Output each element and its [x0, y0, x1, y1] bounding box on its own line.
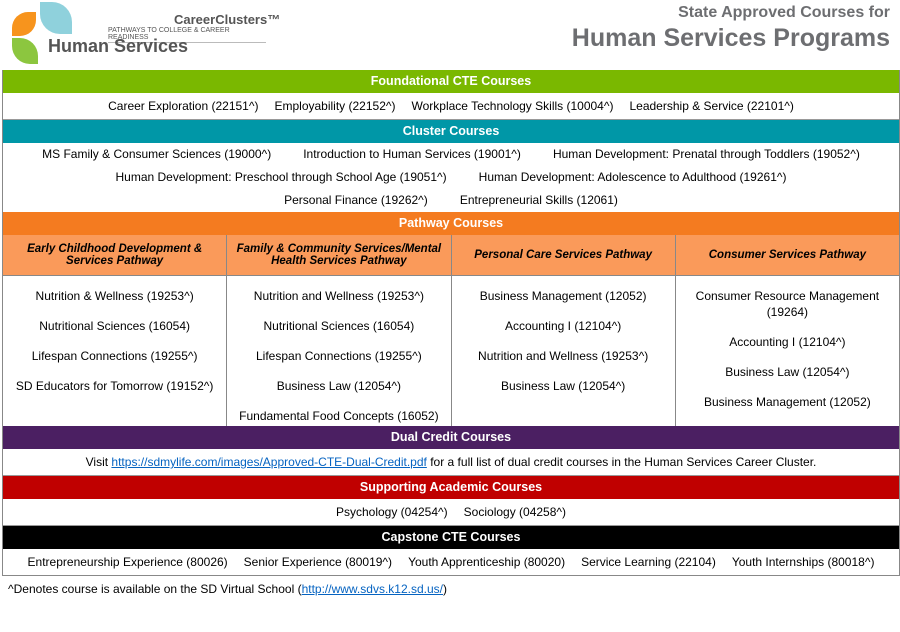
pathway-name: Family & Community Services/Mental Healt… — [227, 235, 451, 276]
pathway-name: Consumer Services Pathway — [675, 235, 899, 276]
course: Psychology (04254^) — [335, 505, 448, 519]
course: Business Management (12052) — [703, 395, 871, 409]
course: Lifespan Connections (19255^) — [31, 349, 198, 363]
course: Youth Internships (80018^) — [731, 555, 875, 569]
course: Human Development: Preschool through Sch… — [115, 170, 447, 184]
course: Consumer Resource Management (19264) — [695, 289, 880, 319]
foundational-row: Career Exploration (22151^) Employability… — [3, 93, 899, 120]
course: Entrepreneurial Skills (12061) — [459, 193, 618, 207]
logo-tagline: PATHWAYS TO COLLEGE & CAREER READINESS — [108, 27, 266, 43]
course: Fundamental Food Concepts (16052) — [239, 409, 439, 423]
career-clusters-logo: CareerClusters™ PATHWAYS TO COLLEGE & CA… — [8, 2, 280, 66]
dual-credit-row: Visit https://sdmylife.com/images/Approv… — [3, 449, 899, 476]
logo-cluster: Human Services — [48, 36, 189, 56]
footnote: ^Denotes course is available on the SD V… — [8, 582, 447, 596]
capstone-row: Entrepreneurship Experience (80026) Senio… — [3, 549, 899, 575]
course: Human Development: Prenatal through Todd… — [552, 147, 860, 161]
title-line1: State Approved Courses for — [678, 4, 890, 21]
blue-leaf-icon — [40, 2, 72, 34]
pathway-name: Early Childhood Development & Services P… — [3, 235, 227, 276]
footnote-text: ^Denotes course is available on the SD V… — [8, 582, 302, 596]
course: Nutritional Sciences (16054) — [39, 319, 190, 333]
course: Youth Apprenticeship (80020) — [408, 555, 566, 569]
course: Entrepreneurship Experience (80026) — [27, 555, 228, 569]
pathway-column: Early Childhood Development & Services P… — [3, 235, 228, 426]
course: Senior Experience (80019^) — [243, 555, 393, 569]
course: Business Management (12052) — [479, 289, 647, 303]
dual-credit-link[interactable]: https://sdmylife.com/images/Approved-CTE… — [111, 455, 427, 469]
sdvs-link[interactable]: http://www.sdvs.k12.sd.us/ — [301, 582, 443, 596]
foundational-header: Foundational CTE Courses — [3, 70, 899, 93]
course: Nutritional Sciences (16054) — [263, 319, 415, 333]
course: Leadership & Service (22101^) — [629, 99, 794, 113]
dual-prefix: Visit — [85, 455, 112, 469]
course: Business Law (12054^) — [500, 379, 626, 393]
academic-row: Psychology (04254^) Sociology (04258^) — [3, 499, 899, 526]
pathway-columns: Early Childhood Development & Services P… — [3, 235, 899, 426]
course: Sociology (04258^) — [463, 505, 567, 519]
course: Business Law (12054^) — [725, 365, 850, 379]
course: SD Educators for Tomorrow (19152^) — [15, 379, 214, 393]
course: Personal Finance (19262^) — [284, 193, 428, 207]
course: Nutrition & Wellness (19253^) — [35, 289, 194, 303]
green-leaf-icon — [12, 38, 38, 64]
course: Human Development: Adolescence to Adulth… — [478, 170, 787, 184]
course-table: Foundational CTE Courses Career Explorat… — [2, 70, 900, 576]
orange-leaf-icon — [12, 12, 36, 36]
cluster-header: Cluster Courses — [3, 120, 899, 143]
course: Introduction to Human Services (19001^) — [303, 147, 521, 161]
course: Nutrition and Wellness (19253^) — [478, 349, 649, 363]
cluster-rows: MS Family & Consumer Sciences (19000^) In… — [3, 143, 899, 212]
pathway-column: Consumer Services Pathway Consumer Resou… — [675, 235, 899, 426]
logo-brand: CareerClusters™ — [174, 12, 281, 27]
course: Accounting I (12104^) — [729, 335, 846, 349]
course: Workplace Technology Skills (10004^) — [411, 99, 614, 113]
pathway-column: Family & Community Services/Mental Healt… — [227, 235, 452, 426]
pathway-name: Personal Care Services Pathway — [451, 235, 675, 276]
course: Career Exploration (22151^) — [108, 99, 259, 113]
academic-header: Supporting Academic Courses — [3, 476, 899, 499]
dual-credit-header: Dual Credit Courses — [3, 426, 899, 449]
course: Business Law (12054^) — [276, 379, 402, 393]
dual-suffix: for a full list of dual credit courses i… — [426, 455, 817, 469]
pathway-header: Pathway Courses — [3, 212, 899, 235]
page-title: Human Services Programs — [571, 24, 890, 52]
capstone-header: Capstone CTE Courses — [3, 526, 899, 549]
course: MS Family & Consumer Sciences (19000^) — [42, 147, 272, 161]
footnote-close: ) — [442, 582, 447, 596]
course: Nutrition and Wellness (19253^) — [253, 289, 424, 303]
pathway-column: Personal Care Services Pathway Business … — [451, 235, 676, 426]
course: Accounting I (12104^) — [504, 319, 622, 333]
course: Lifespan Connections (19255^) — [256, 349, 422, 363]
course: Employability (22152^) — [274, 99, 396, 113]
course: Service Learning (22104) — [581, 555, 716, 569]
